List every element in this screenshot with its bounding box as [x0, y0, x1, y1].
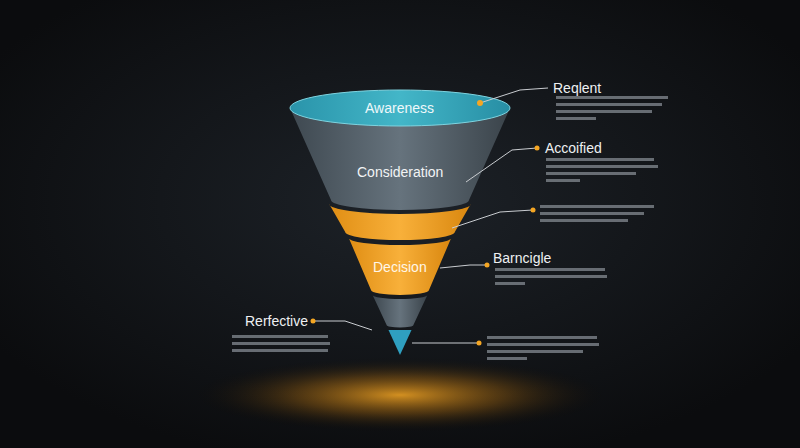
funnel-stage: Awareness	[359, 97, 440, 119]
callout-heading: Rerfective	[245, 313, 308, 329]
funnel-stage: Consideration	[351, 161, 449, 183]
callout-heading: Reqlent	[553, 80, 601, 96]
callout-heading: Accoified	[545, 140, 602, 156]
stage-label: Consideration	[357, 164, 443, 180]
funnel-stage: Decision	[367, 256, 433, 278]
stage-label: Awareness	[365, 100, 434, 116]
callout-heading: Barncigle	[493, 250, 551, 266]
stage-label: Decision	[373, 259, 427, 275]
